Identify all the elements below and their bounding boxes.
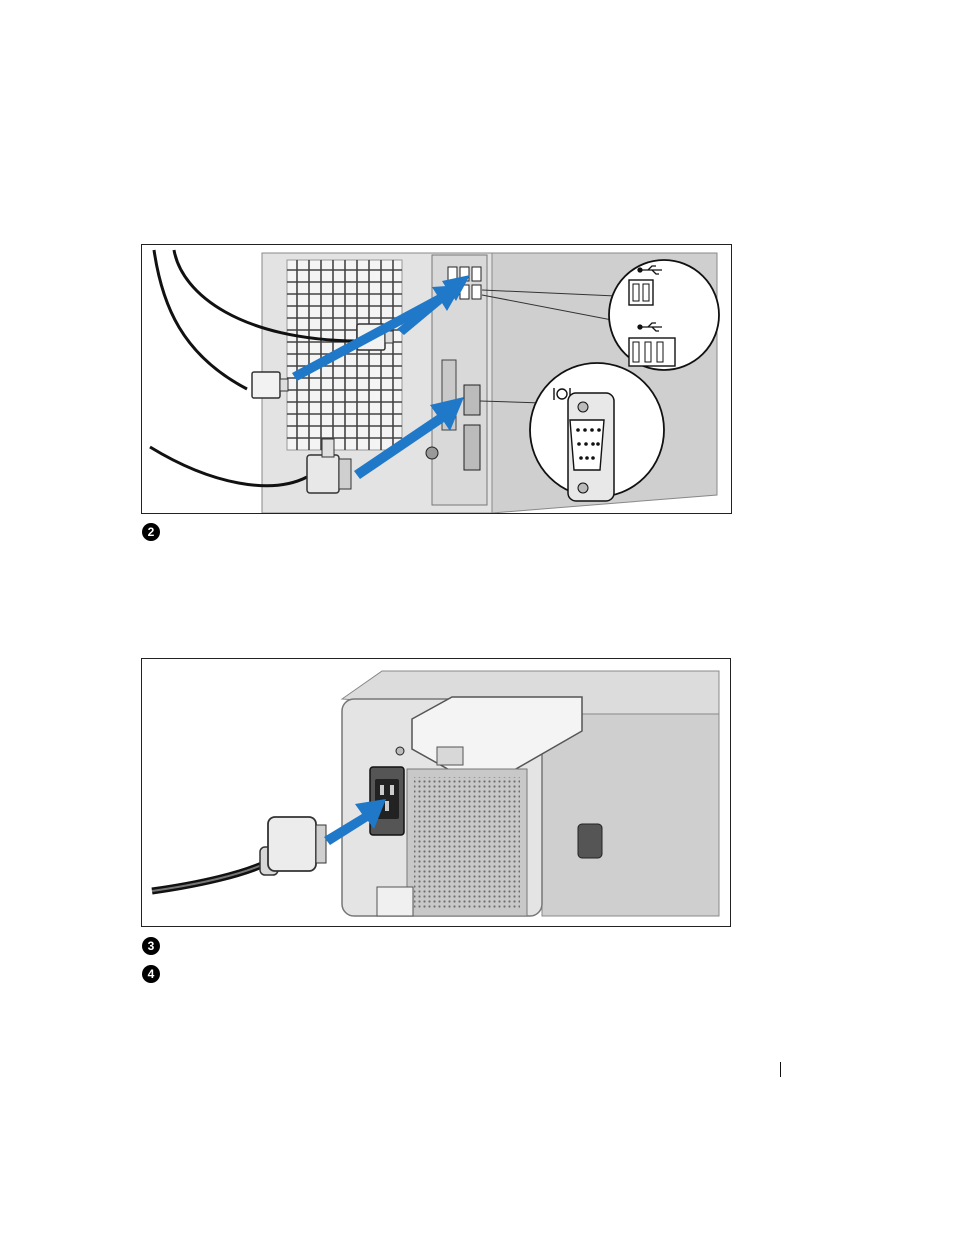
figure-keyboard-mouse-monitor — [141, 244, 732, 514]
illustration-power-connection — [142, 659, 730, 926]
step-badge-4: 4 — [142, 965, 160, 983]
usb-callout — [609, 260, 719, 370]
chassis-side — [542, 714, 719, 916]
page-number-mark — [780, 1062, 781, 1077]
psu-lower-slot — [377, 887, 413, 916]
illustration-rear-ports — [142, 245, 731, 513]
step-badge-3: 3 — [142, 937, 160, 955]
step-badge-2: 2 — [142, 523, 160, 541]
figure-power-cable — [141, 658, 731, 927]
psu-vent — [407, 769, 527, 916]
mouse-cable — [154, 250, 247, 389]
chassis-side-slot — [578, 824, 602, 858]
power-cable — [152, 817, 326, 891]
